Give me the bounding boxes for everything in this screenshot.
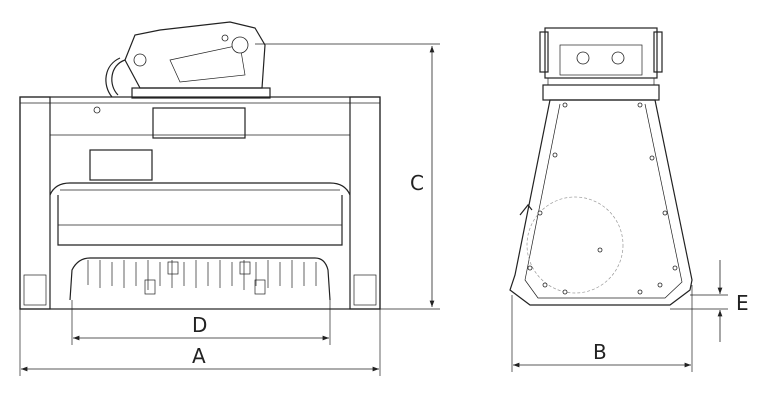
- dimension-label-b: B: [593, 340, 607, 364]
- dimension-label-c: C: [410, 171, 424, 195]
- left-side-plate: [19, 96, 51, 310]
- dimension-a: A: [19, 309, 381, 376]
- dimension-label-d: D: [192, 313, 207, 337]
- dimension-label-e: E: [736, 291, 749, 315]
- dimension-e: E: [670, 260, 749, 342]
- right-side-plate: [349, 96, 381, 310]
- side-body-outline: [509, 99, 693, 306]
- dimension-label-a: A: [192, 344, 206, 368]
- dimension-c: C: [255, 43, 440, 310]
- dimension-d: D: [71, 300, 331, 345]
- side-hitch: [539, 27, 663, 101]
- front-body-outline: [19, 96, 381, 310]
- front-hitch: [105, 21, 271, 99]
- side-view: [509, 27, 693, 306]
- dimension-b: B: [511, 285, 693, 372]
- front-view: [19, 21, 381, 310]
